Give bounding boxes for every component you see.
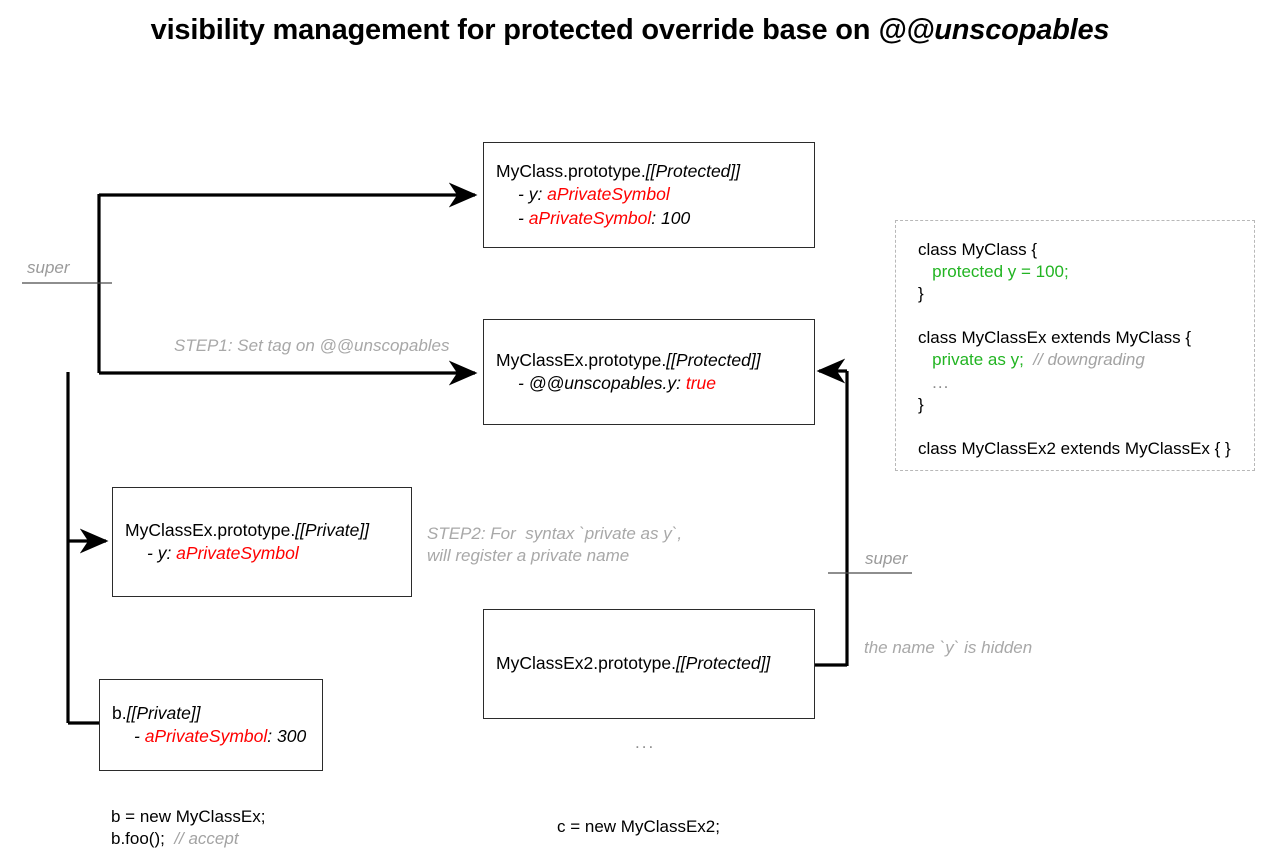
text-prefix: - y: bbox=[147, 543, 177, 563]
annotation-bottom-left-line1: b = new MyClassEx; bbox=[111, 807, 266, 826]
text-suffix: : 300 bbox=[267, 726, 307, 746]
annotation-bottom-left-code: b.foo(); bbox=[111, 829, 165, 849]
annotation-step2-line2: will register a private name bbox=[427, 546, 630, 566]
box-b-private-line2: - aPrivateSymbol: 300 bbox=[112, 725, 310, 748]
code-line-8: class MyClassEx2 extends MyClassEx { } bbox=[918, 438, 1231, 458]
text-plain: MyClass.prototype. bbox=[496, 161, 646, 182]
text-italic: [[Protected]] bbox=[675, 653, 771, 674]
text-plain: MyClassEx.prototype. bbox=[496, 349, 667, 370]
text-plain: MyClassEx.prototype. bbox=[125, 519, 296, 540]
text-italic: [[Private]] bbox=[295, 519, 370, 540]
code-line-4: class MyClassEx extends MyClass { bbox=[918, 328, 1192, 348]
box-myclassex-protected[interactable]: MyClassEx.prototype.[[Protected]] - @@un… bbox=[483, 319, 815, 425]
annotation-hidden-name: the name `y` is hidden bbox=[864, 638, 1033, 657]
box-myclass-protected-line1: MyClass.prototype.[[Protected]] bbox=[496, 160, 802, 183]
text-red: aPrivateSymbol bbox=[547, 184, 670, 205]
box-myclassex-protected-line1: MyClassEx.prototype.[[Protected]] bbox=[496, 349, 802, 372]
code-line-blank-2 bbox=[918, 416, 1234, 438]
box-myclassex-protected-line2: - @@unscopables.y: true bbox=[496, 372, 802, 395]
code-line-1: class MyClass { bbox=[918, 240, 1038, 259]
code-line-6: ... bbox=[918, 372, 1234, 394]
text-italic: [[Protected]] bbox=[666, 349, 761, 370]
annotation-step1: STEP1: Set tag on @@unscopables bbox=[174, 336, 450, 355]
annotation-bottom-left-comment: // accept bbox=[174, 829, 239, 849]
box-b-private-line1: b.[[Private]] bbox=[112, 702, 310, 725]
label-super-left: super bbox=[27, 258, 70, 277]
text-plain: b. bbox=[112, 702, 127, 723]
code-comment: // downgrading bbox=[1033, 350, 1145, 370]
text-prefix: - y: bbox=[518, 184, 548, 205]
box-myclass-protected-line3: - aPrivateSymbol: 100 bbox=[496, 207, 802, 230]
text-red: aPrivateSymbol bbox=[176, 543, 299, 563]
code-line-2: protected y = 100; bbox=[918, 261, 1234, 283]
annotation-step2: STEP2: For syntax `private as y`, will re… bbox=[427, 523, 682, 567]
code-green: private as y; bbox=[932, 350, 1024, 370]
box-myclassex-private[interactable]: MyClassEx.prototype.[[Private]] - y: aPr… bbox=[112, 487, 412, 597]
text-prefix: - bbox=[518, 207, 529, 228]
code-line-blank-1 bbox=[918, 305, 1234, 327]
page-title-italic: @@unscopables bbox=[878, 14, 1110, 46]
box-b-private[interactable]: b.[[Private]] - aPrivateSymbol: 300 bbox=[99, 679, 323, 771]
box-myclass-protected[interactable]: MyClass.prototype.[[Protected]] - y: aPr… bbox=[483, 142, 815, 248]
annotation-bottom-left: b = new MyClassEx; b.foo(); // accept bbox=[111, 806, 265, 851]
text-red: true bbox=[685, 373, 716, 393]
text-red: aPrivateSymbol bbox=[528, 207, 652, 228]
box-myclassex-private-line2: - y: aPrivateSymbol bbox=[125, 542, 399, 565]
annotation-middle-ellipsis: ... bbox=[635, 733, 656, 752]
code-panel[interactable]: class MyClass { protected y = 100; } cla… bbox=[895, 220, 1255, 471]
text-prefix: - bbox=[134, 726, 145, 746]
box-myclassex-private-line1: MyClassEx.prototype.[[Private]] bbox=[125, 519, 399, 542]
code-line-3: } bbox=[918, 284, 924, 304]
text-plain: MyClassEx2.prototype. bbox=[496, 653, 676, 674]
text-prefix: - @@unscopables.y: bbox=[518, 373, 686, 393]
code-line-7: } bbox=[918, 394, 924, 414]
text-red: aPrivateSymbol bbox=[144, 726, 268, 746]
text-italic: [[Private]] bbox=[126, 702, 201, 723]
page-title: visibility management for protected over… bbox=[0, 14, 1260, 47]
code-line-5: private as y; // downgrading bbox=[918, 349, 1234, 371]
annotation-bottom-mid: c = new MyClassEx2; bbox=[557, 817, 720, 836]
annotation-step2-line1: STEP2: For syntax `private as y`, bbox=[427, 524, 683, 543]
text-suffix: : 100 bbox=[651, 207, 691, 228]
code-ellipsis: ... bbox=[932, 372, 950, 392]
box-myclassex2-protected-line1: MyClassEx2.prototype.[[Protected]] bbox=[496, 652, 802, 675]
page-title-main: visibility management for protected over… bbox=[150, 14, 879, 46]
code-green: protected y = 100; bbox=[932, 262, 1069, 282]
text-italic: [[Protected]] bbox=[645, 161, 741, 182]
box-myclassex2-protected[interactable]: MyClassEx2.prototype.[[Protected]] bbox=[483, 609, 815, 719]
label-super-right: super bbox=[865, 549, 908, 568]
box-myclass-protected-line2: - y: aPrivateSymbol bbox=[496, 183, 802, 206]
